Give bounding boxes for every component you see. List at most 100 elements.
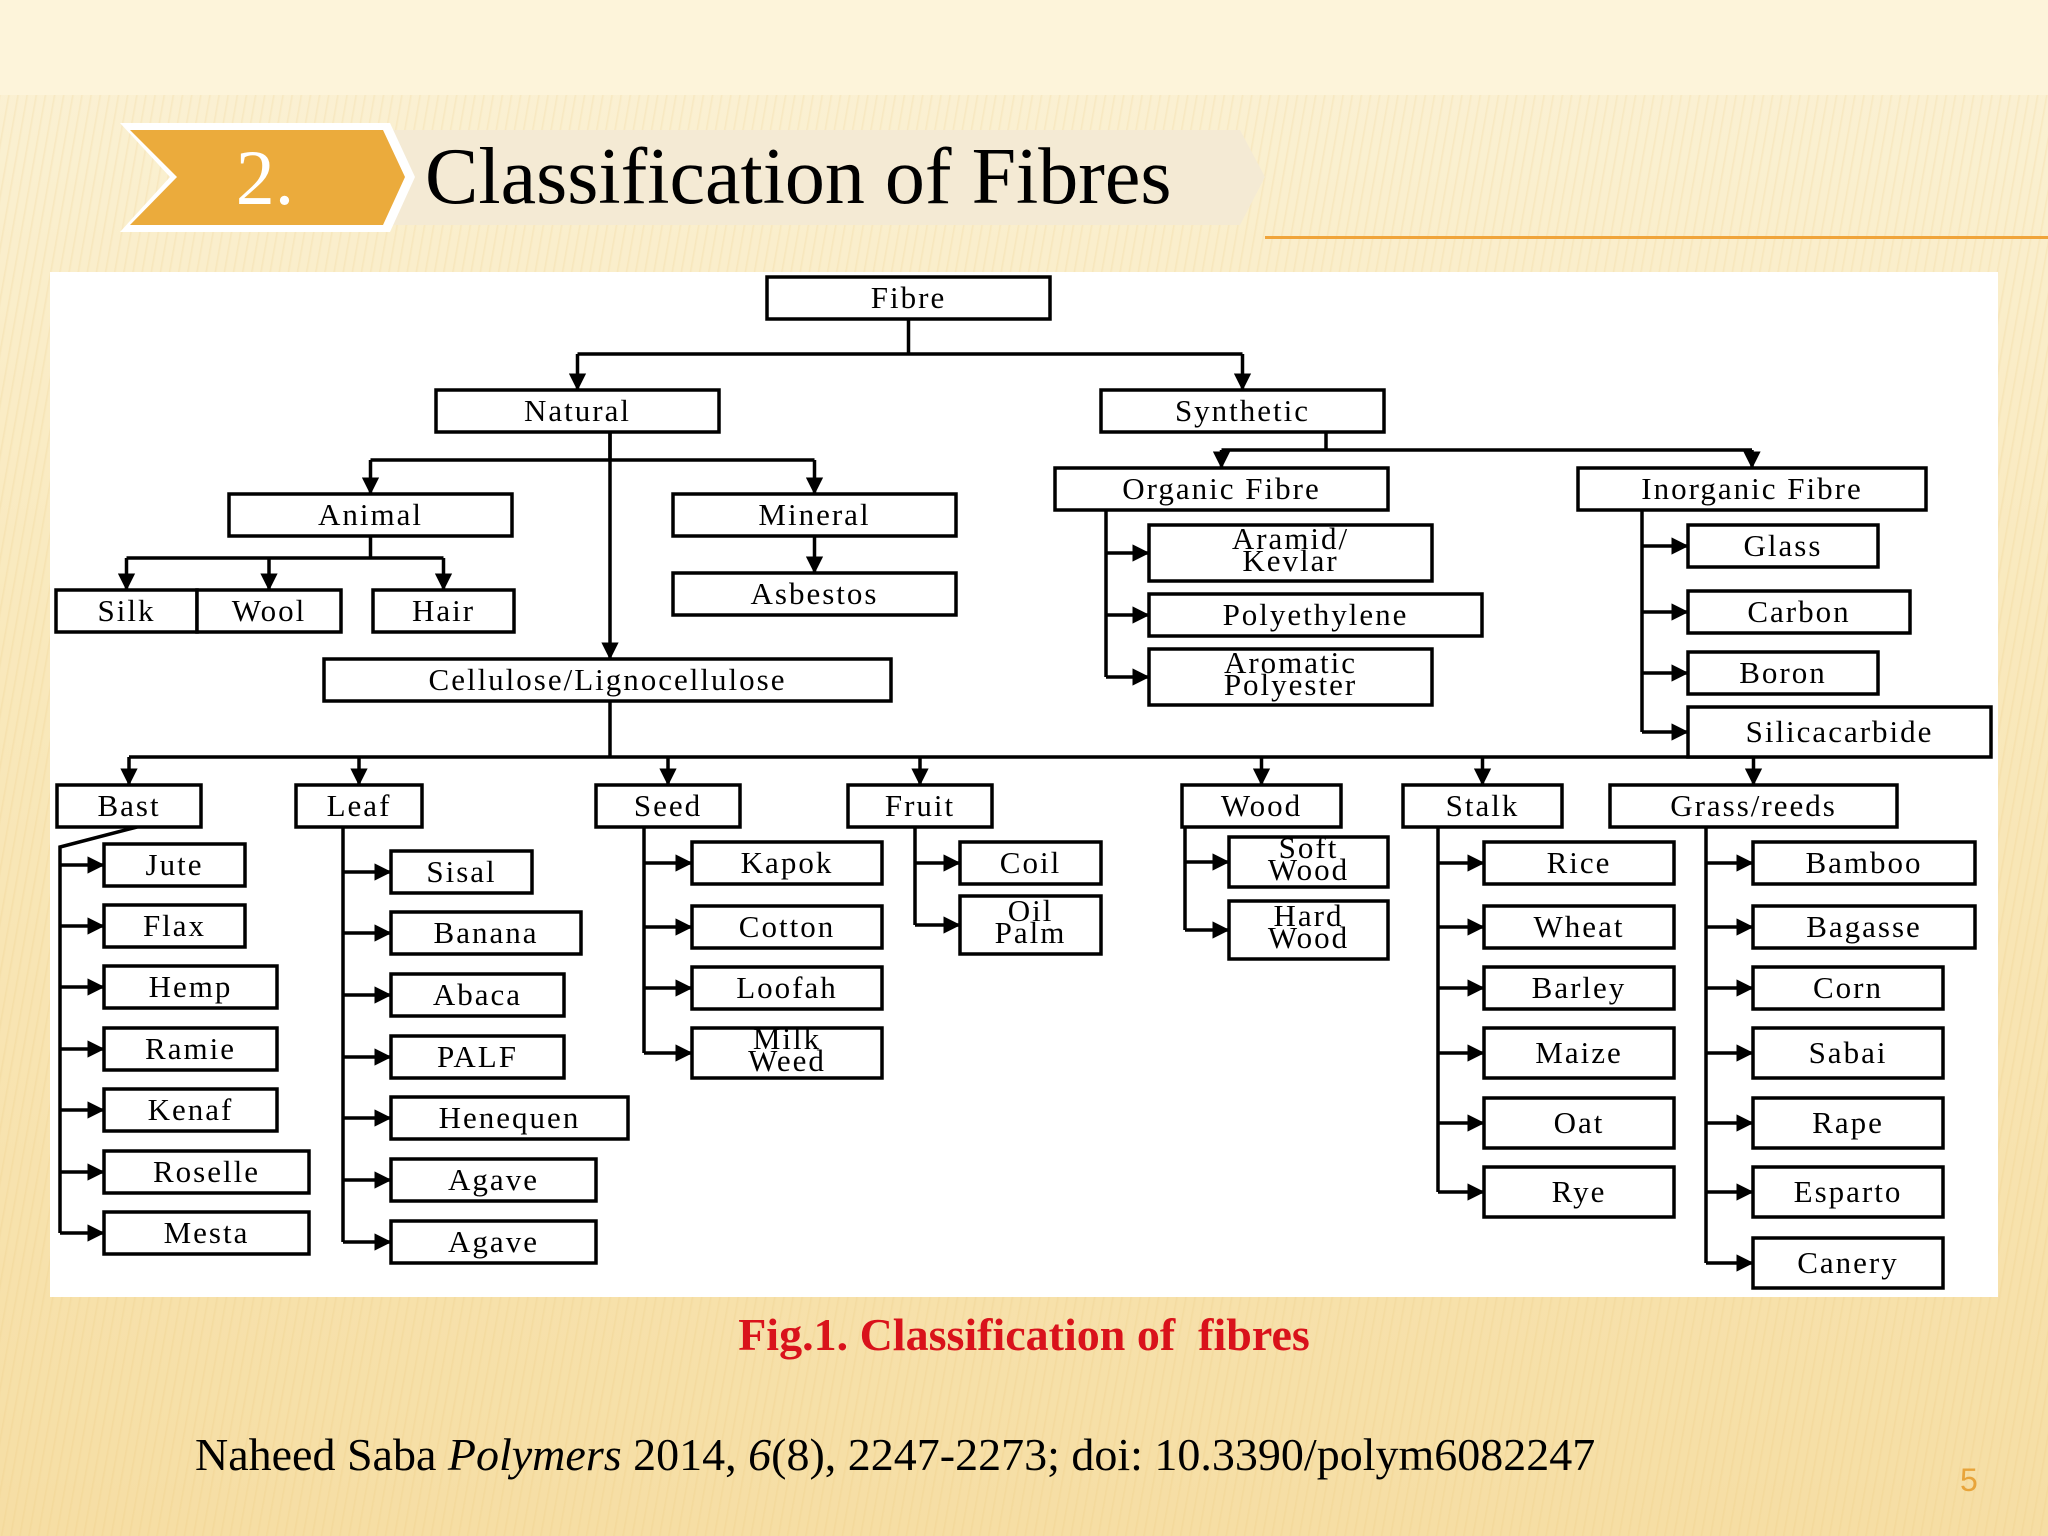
- citation-year: 2014,: [621, 1429, 749, 1480]
- node-box: [102, 964, 279, 1010]
- node-label: Rice: [1547, 845, 1612, 880]
- number-chevron-fill: [130, 130, 405, 225]
- node-box: [389, 1034, 566, 1080]
- node-abaca: Abaca: [389, 972, 566, 1018]
- node-label: Oat: [1554, 1105, 1605, 1140]
- node-box: [102, 1210, 311, 1256]
- node-label: Hair: [412, 593, 475, 628]
- node-agave2: Agave: [389, 1219, 598, 1265]
- citation-volume: 6: [748, 1429, 772, 1480]
- node-box: [1147, 647, 1434, 707]
- node-box: [1751, 1026, 1945, 1080]
- title-rule: [1265, 236, 2048, 239]
- title-banner: [115, 120, 1265, 235]
- node-label: Fibre: [871, 280, 946, 315]
- node-box: [1686, 589, 1912, 635]
- node-wood: Wood: [1180, 783, 1343, 829]
- node-box: [102, 1087, 279, 1133]
- node-box: [1147, 523, 1434, 583]
- node-box: [690, 965, 884, 1011]
- node-box: [102, 1149, 311, 1195]
- node-sisal: Sisal: [389, 849, 534, 895]
- edge-bast-spine: [58, 825, 138, 1233]
- node-box: [1608, 783, 1899, 829]
- node-silicacarbide: Silicacarbide: [1686, 705, 1993, 759]
- node-box: [846, 783, 994, 829]
- node-box: [594, 783, 742, 829]
- node-canery: Canery: [1751, 1236, 1945, 1290]
- node-sabai: Sabai: [1751, 1026, 1945, 1080]
- node-bagasse: Bagasse: [1751, 904, 1977, 950]
- node-box: [690, 1026, 884, 1080]
- node-label: Glass: [1744, 528, 1823, 563]
- node-label: Bamboo: [1805, 845, 1922, 880]
- node-label: Grass/reeds: [1670, 788, 1837, 823]
- node-label: Sisal: [426, 854, 496, 889]
- node-label: Animal: [318, 497, 423, 532]
- node-box: [958, 894, 1103, 956]
- node-corn: Corn: [1751, 965, 1945, 1011]
- node-label: Ramie: [145, 1031, 236, 1066]
- node-box: [389, 849, 534, 895]
- section-number: 2.: [235, 134, 295, 221]
- node-leaf: Leaf: [294, 783, 424, 829]
- node-organic: Organic Fibre: [1053, 466, 1390, 512]
- node-label: Mesta: [164, 1215, 250, 1250]
- node-oat: Oat: [1482, 1096, 1676, 1150]
- node-ramie: Ramie: [102, 1026, 279, 1072]
- node-agave1: Agave: [389, 1157, 598, 1203]
- node-label: Boron: [1739, 655, 1827, 690]
- citation-journal: Polymers: [447, 1429, 622, 1480]
- node-label: Wood: [1221, 788, 1302, 823]
- node-label: Corn: [1813, 970, 1883, 1005]
- node-box: [765, 275, 1052, 321]
- node-label: Wool: [232, 593, 306, 628]
- node-box: [1751, 840, 1977, 886]
- node-esparto: Esparto: [1751, 1165, 1945, 1219]
- node-box: [1482, 1096, 1676, 1150]
- top-band: [0, 0, 2048, 95]
- node-label: Agave: [448, 1162, 539, 1197]
- node-label: Rye: [1552, 1174, 1607, 1209]
- node-box: [1751, 1236, 1945, 1290]
- node-box: [1482, 1165, 1676, 1219]
- node-box: [1751, 1165, 1945, 1219]
- node-box: [1147, 592, 1484, 638]
- slide-title: Classification of Fibres: [425, 133, 1172, 221]
- citation-author: Naheed Saba: [195, 1429, 448, 1480]
- node-cellulose: Cellulose/Lignocellulose: [322, 657, 893, 703]
- node-label: Wheat: [1534, 909, 1625, 944]
- node-rice: Rice: [1482, 840, 1676, 886]
- node-natural: Natural: [434, 388, 721, 434]
- node-label: Aramid/Kevlar: [1232, 521, 1349, 578]
- edges-layer: [58, 319, 1763, 1272]
- node-label: Hemp: [149, 969, 233, 1004]
- node-kenaf: Kenaf: [102, 1087, 279, 1133]
- node-roselle: Roselle: [102, 1149, 311, 1195]
- node-label: Esparto: [1794, 1174, 1903, 1209]
- node-label: Natural: [524, 393, 631, 428]
- node-label: Roselle: [153, 1154, 260, 1189]
- node-seed: Seed: [594, 783, 742, 829]
- node-aramid: Aramid/Kevlar: [1147, 521, 1434, 583]
- node-glass: Glass: [1686, 523, 1880, 569]
- node-box: [1099, 388, 1386, 434]
- node-barley: Barley: [1482, 965, 1676, 1011]
- node-label: Silk: [98, 593, 156, 628]
- node-label: Kapok: [741, 845, 834, 880]
- node-mineral: Mineral: [671, 492, 958, 538]
- node-label: Fruit: [885, 788, 955, 823]
- node-box: [102, 1026, 279, 1072]
- node-box: [1053, 466, 1390, 512]
- node-fruit: Fruit: [846, 783, 994, 829]
- node-box: [1686, 650, 1880, 696]
- citation-rest: (8), 2247-2273; doi: 10.3390/polym608224…: [771, 1429, 1596, 1480]
- node-box: [671, 571, 958, 617]
- node-label: Cellulose/Lignocellulose: [429, 662, 787, 697]
- node-bamboo: Bamboo: [1751, 840, 1977, 886]
- node-box: [1482, 904, 1676, 950]
